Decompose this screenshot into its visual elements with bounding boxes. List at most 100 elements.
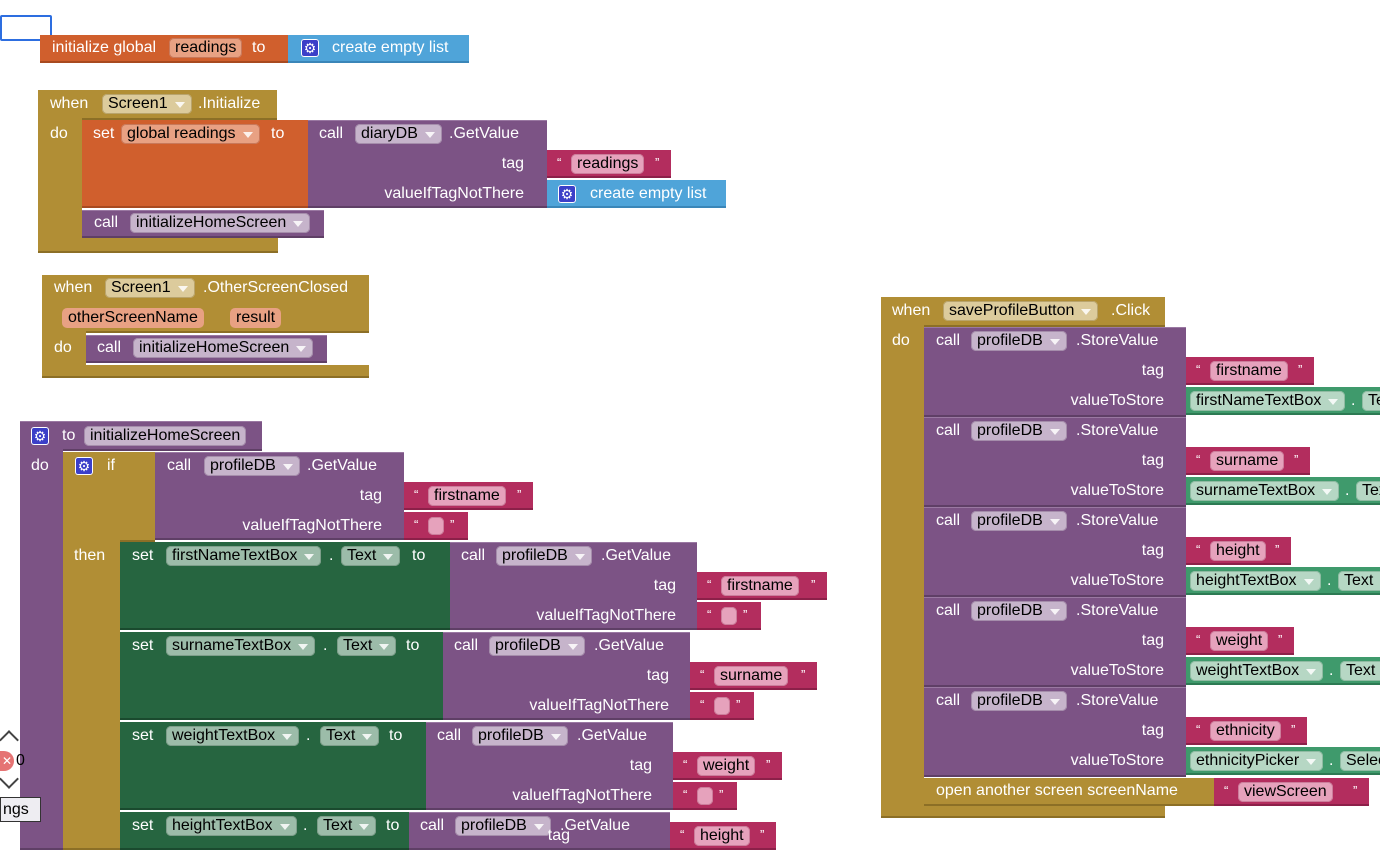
to-label: to	[271, 125, 285, 142]
property-dropdown[interactable]: Text	[320, 726, 380, 746]
tag-string-block-text[interactable]: weight	[1210, 631, 1269, 651]
chevron-down-icon	[1049, 699, 1060, 705]
open-quote: “	[1196, 542, 1201, 557]
default-label: valueIfTagNotThere	[242, 517, 382, 534]
component-dropdown[interactable]: Screen1	[105, 278, 195, 298]
property-dropdown-value: Text	[1344, 572, 1374, 589]
close-quote: ”	[736, 697, 741, 712]
component-dropdown[interactable]: firstNameTextBox	[1190, 391, 1346, 411]
tag-string-block-text[interactable]: ethnicity	[1210, 721, 1281, 741]
component-dropdown[interactable]: Screen1	[102, 94, 192, 114]
component-dropdown[interactable]: weightTextBox	[166, 726, 300, 746]
property-dropdown[interactable]: Text	[317, 816, 377, 836]
property-dropdown[interactable]: Text	[1340, 661, 1380, 681]
dot-label: .	[1327, 572, 1332, 589]
empty-string-block[interactable]	[673, 782, 737, 810]
empty-string-field[interactable]	[714, 697, 730, 715]
chevron-down-icon	[424, 132, 435, 138]
db-dropdown[interactable]: profileDB	[971, 601, 1067, 621]
tag-string-block-text[interactable]: height	[1210, 541, 1266, 561]
dot-label: .	[1345, 482, 1350, 499]
db-dropdown[interactable]: profileDB	[472, 726, 568, 746]
chevron-down-icon	[362, 734, 373, 740]
when-label: when	[54, 279, 93, 296]
property-dropdown[interactable]: Text	[337, 636, 397, 656]
create-empty-list-block[interactable]	[547, 180, 726, 208]
open-quote: “	[700, 667, 705, 682]
close-quote: ”	[743, 607, 748, 622]
component-dropdown[interactable]: surnameTextBox	[1190, 481, 1340, 501]
tag-string-block-text-value: firstname	[1216, 362, 1282, 379]
empty-string-field[interactable]	[428, 517, 444, 535]
chevron-down-icon	[1049, 519, 1060, 525]
call-label: call	[454, 637, 479, 654]
db-dropdown[interactable]: diaryDB	[355, 124, 442, 144]
global-var-name-value: readings	[175, 39, 237, 56]
tag-string-block-text[interactable]: height	[694, 826, 750, 846]
component-dropdown[interactable]: weightTextBox	[1190, 661, 1324, 681]
initialize-global-label: initialize global	[52, 39, 157, 56]
screen-name-string-text[interactable]: viewScreen	[1238, 782, 1333, 802]
db-dropdown[interactable]: profileDB	[971, 691, 1067, 711]
procedure-dropdown[interactable]: initializeHomeScreen	[133, 338, 314, 358]
tag-string-block-text[interactable]: weight	[697, 756, 756, 776]
open-quote: “	[414, 517, 419, 532]
method-label: .StoreValue	[1076, 692, 1159, 709]
property-dropdown[interactable]: Text	[341, 546, 401, 566]
zoom-down-chevron-icon[interactable]	[0, 769, 19, 789]
tag-string-block-text[interactable]: firstname	[721, 576, 799, 596]
to-label: to	[412, 547, 426, 564]
search-box[interactable]: ngs	[0, 797, 41, 822]
property-dropdown-value: Text	[1368, 392, 1380, 409]
property-dropdown[interactable]: Text	[1338, 571, 1380, 591]
gear-icon[interactable]: ⚙	[31, 427, 49, 445]
property-dropdown[interactable]: Text	[1362, 391, 1380, 411]
workspace-text-input[interactable]	[0, 15, 52, 41]
open-another-screen-block[interactable]	[924, 778, 1214, 806]
db-dropdown[interactable]: profileDB	[971, 331, 1067, 351]
component-dropdown[interactable]: surnameTextBox	[166, 636, 316, 656]
tag-string-block-text[interactable]: firstname	[428, 486, 506, 506]
db-dropdown[interactable]: profileDB	[455, 816, 551, 836]
diarydb-getvalue-block[interactable]	[308, 120, 547, 208]
db-dropdown[interactable]: profileDB	[971, 511, 1067, 531]
tag-string-block-text[interactable]: firstname	[1210, 361, 1288, 381]
param-other-screen-name[interactable]: otherScreenName	[62, 308, 204, 328]
open-quote: “	[683, 787, 688, 802]
procedure-name-field[interactable]: initializeHomeScreen	[84, 426, 247, 446]
gear-icon[interactable]: ⚙	[301, 39, 319, 57]
tag-string-block-text[interactable]: readings	[571, 154, 645, 174]
close-quote: ”	[1291, 722, 1296, 737]
component-dropdown[interactable]: heightTextBox	[166, 816, 297, 836]
gear-icon[interactable]: ⚙	[558, 185, 576, 203]
component-dropdown[interactable]: firstNameTextBox	[166, 546, 322, 566]
procedure-dropdown[interactable]: initializeHomeScreen	[130, 213, 311, 233]
param-other-screen-name-value: otherScreenName	[68, 309, 198, 326]
db-dropdown[interactable]: profileDB	[496, 546, 592, 566]
zoom-up-chevron-icon[interactable]	[0, 730, 19, 750]
call-label: call	[936, 332, 961, 349]
db-dropdown[interactable]: profileDB	[971, 421, 1067, 441]
empty-string-field[interactable]	[721, 607, 737, 625]
component-dropdown[interactable]: heightTextBox	[1190, 571, 1321, 591]
initialize-global-block[interactable]	[40, 35, 288, 63]
global-var-name[interactable]: readings	[169, 38, 243, 58]
db-dropdown[interactable]: profileDB	[489, 636, 585, 656]
close-quote: ”	[811, 577, 816, 592]
property-dropdown-value: Text	[323, 817, 353, 834]
gear-icon[interactable]: ⚙	[75, 457, 93, 475]
property-dropdown[interactable]: Text	[1356, 481, 1380, 501]
if-body	[63, 452, 120, 850]
variable-dropdown[interactable]: global readings	[121, 124, 260, 144]
param-result[interactable]: result	[230, 308, 282, 328]
tag-string-block-text[interactable]: surname	[714, 666, 789, 686]
chevron-down-icon	[379, 644, 390, 650]
error-icon[interactable]: ✕	[0, 751, 14, 771]
db-dropdown[interactable]: profileDB	[204, 456, 300, 476]
empty-string-field[interactable]	[697, 787, 713, 805]
property-dropdown[interactable]: Selection	[1340, 751, 1380, 771]
component-dropdown[interactable]: saveProfileButton	[943, 301, 1099, 321]
tag-string-block-text[interactable]: surname	[1210, 451, 1285, 471]
component-dropdown[interactable]: ethnicityPicker	[1190, 751, 1324, 771]
